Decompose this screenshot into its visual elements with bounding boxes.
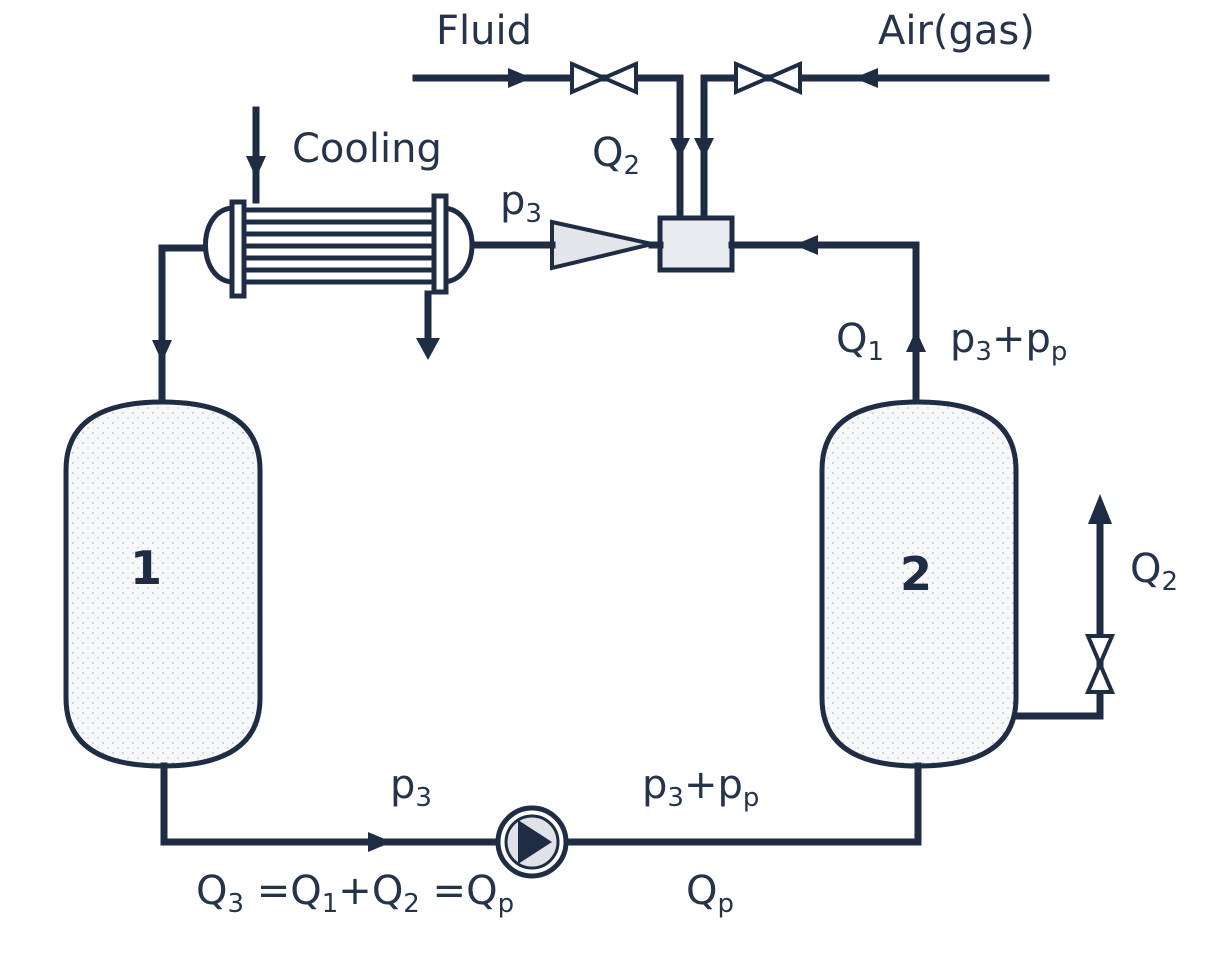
fluid-label: Fluid xyxy=(436,8,532,54)
air-down-arrow-icon xyxy=(694,138,714,158)
mixer-block[interactable] xyxy=(657,215,735,273)
flow-balance-equation: Q3 =Q1+Q2 =Qp xyxy=(196,868,514,919)
p3-top-label: p3 xyxy=(500,178,542,229)
tank-1-number: 1 xyxy=(130,541,162,595)
cooling-label: Cooling xyxy=(292,126,442,172)
fluid-flow-arrow-icon xyxy=(508,68,532,88)
return-flow-arrow-icon xyxy=(794,235,818,255)
air-feed-line xyxy=(694,68,1050,222)
pump-to-tank2-line xyxy=(562,762,922,846)
tank1-down-arrow-icon xyxy=(152,340,172,362)
q2-up-arrow-icon xyxy=(1088,494,1112,524)
q1-up-arrow-icon xyxy=(906,330,926,352)
p3-pp-bottom-label: p3+pp xyxy=(642,762,759,813)
exchanger-to-tank1-line xyxy=(158,244,208,406)
fluid-valve[interactable] xyxy=(570,60,638,96)
air-flow-arrow-icon xyxy=(854,68,878,88)
tank1-to-pump-line xyxy=(160,762,502,846)
p3-bottom-label: p3 xyxy=(390,762,432,813)
tank-1[interactable] xyxy=(63,399,263,769)
tank-2-number: 2 xyxy=(900,547,932,601)
fluid-feed-line xyxy=(412,68,690,222)
pump-play-icon xyxy=(518,820,552,864)
qp-bottom-label: Qp xyxy=(686,868,734,919)
pump-inlet-arrow-icon xyxy=(368,832,392,852)
outlet-valve[interactable] xyxy=(1084,634,1116,694)
tank-2[interactable] xyxy=(819,399,1019,769)
heat-exchanger[interactable] xyxy=(203,193,475,299)
q2-outlet-line xyxy=(1012,516,1104,720)
cooling-in-arrow-icon xyxy=(246,156,266,178)
air-gas-label: Air(gas) xyxy=(878,8,1035,54)
fluid-down-arrow-icon xyxy=(670,138,690,158)
q2-right-label: Q2 xyxy=(1130,546,1178,597)
p3-pp-right-label: p3+pp xyxy=(950,316,1067,367)
cooling-out-arrow-icon xyxy=(416,338,440,360)
air-valve[interactable] xyxy=(734,60,802,96)
ejector-nozzle[interactable] xyxy=(550,219,653,271)
q1-label: Q1 xyxy=(836,316,884,367)
q2-top-label: Q2 xyxy=(592,130,640,181)
tank2-return-line xyxy=(728,241,920,406)
pump[interactable] xyxy=(495,805,569,879)
